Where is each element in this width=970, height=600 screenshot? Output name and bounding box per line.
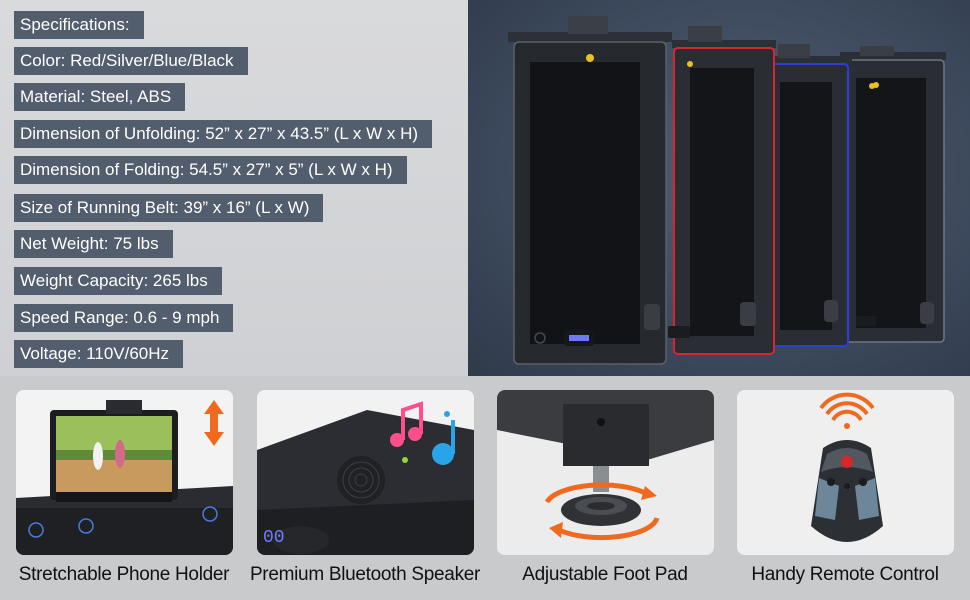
spec-folded-dimension: Dimension of Folding: 54.5” x 27” x 5” (… — [14, 156, 407, 184]
treadmill-black — [508, 16, 672, 365]
caption-remote: Handy Remote Control — [751, 564, 939, 585]
specifications-panel: Specifications: Color: Red/Silver/Blue/B… — [0, 0, 468, 376]
remote-illustration — [737, 390, 954, 555]
speaker-grille — [337, 456, 385, 504]
foot-pad-illustration — [497, 390, 714, 555]
spec-color: Color: Red/Silver/Blue/Black — [14, 47, 248, 75]
caption-speaker: Premium Bluetooth Speaker — [249, 564, 481, 585]
spec-heading: Specifications: — [14, 11, 144, 39]
music-note-icon — [390, 401, 455, 465]
remote-control-icon — [811, 440, 883, 542]
spec-net-weight: Net Weight: 75 lbs — [14, 230, 173, 258]
caption-phone-holder: Stretchable Phone Holder — [18, 564, 230, 585]
extend-arrow-icon — [204, 400, 224, 446]
phone-holder-illustration — [16, 390, 233, 555]
speaker-panel: 00 — [257, 390, 474, 555]
speaker-illustration: 00 — [257, 390, 474, 555]
wireless-signal-icon — [819, 392, 875, 429]
treadmill-lineup-illustration — [508, 16, 946, 365]
spec-material: Material: Steel, ABS — [14, 83, 186, 111]
rotate-arrow-icon — [544, 482, 660, 541]
spec-belt-size: Size of Running Belt: 39” x 16” (L x W) — [14, 194, 324, 222]
spec-speed-range: Speed Range: 0.6 - 9 mph — [14, 304, 234, 332]
spec-weight-capacity: Weight Capacity: 265 lbs — [14, 267, 222, 295]
treadmill-red — [668, 26, 776, 355]
remote-panel — [737, 390, 954, 555]
treadmill-silver — [840, 46, 946, 343]
foot-pad-panel — [497, 390, 714, 555]
product-image — [468, 0, 970, 376]
phone-holder-panel — [16, 390, 233, 555]
spec-voltage: Voltage: 110V/60Hz — [14, 340, 184, 368]
caption-foot-pad: Adjustable Foot Pad — [522, 564, 688, 585]
features-section: Stretchable Phone Holder 00 — [0, 376, 970, 600]
spec-unfolded-dimension: Dimension of Unfolding: 52” x 27” x 43.5… — [14, 120, 433, 148]
treadmill-blue — [764, 44, 876, 347]
display-readout: 00 — [263, 528, 285, 548]
